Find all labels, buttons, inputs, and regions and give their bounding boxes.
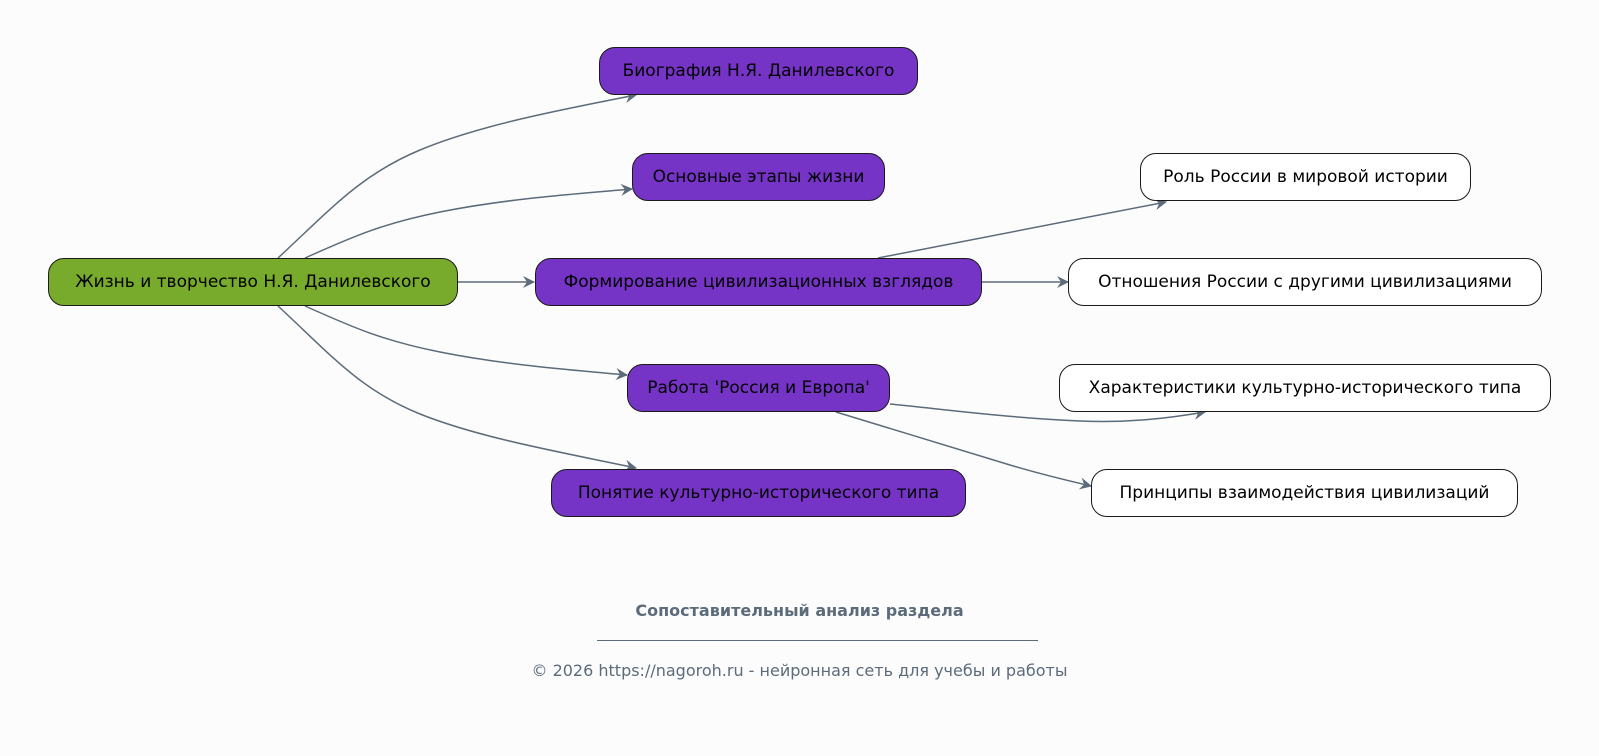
edge-root-b2: [304, 183, 633, 259]
footer-divider: [597, 640, 1038, 641]
node-russia-world-history[interactable]: Роль России в мировой истории: [1140, 153, 1471, 201]
node-label: Формирование цивилизационных взглядов: [563, 272, 954, 292]
footer-title: Сопоставительный анализ раздела: [635, 601, 964, 620]
node-label: Понятие культурно-исторического типа: [577, 483, 940, 503]
node-type-characteristics[interactable]: Характеристики культурно-исторического т…: [1059, 364, 1551, 412]
node-root[interactable]: Жизнь и творчество Н.Я. Данилевского: [48, 258, 458, 306]
node-label: Роль России в мировой истории: [1163, 167, 1448, 187]
edge-b4-l3: [889, 403, 1206, 423]
node-label: Работа 'Россия и Европа': [647, 378, 870, 398]
edge-b4-l4: [835, 411, 1092, 490]
node-russia-relations[interactable]: Отношения России с другими цивилизациями: [1068, 258, 1542, 306]
edge-b3-l1: [877, 198, 1167, 259]
node-life-stages[interactable]: Основные этапы жизни: [632, 153, 885, 201]
node-russia-and-europe[interactable]: Работа 'Россия и Европа': [627, 364, 890, 412]
edge-root-b5: [277, 305, 637, 472]
node-civilizational-views[interactable]: Формирование цивилизационных взглядов: [535, 258, 982, 306]
edge-root-b4: [304, 305, 628, 380]
node-label: Жизнь и творчество Н.Я. Данилевского: [75, 272, 431, 292]
node-label: Основные этапы жизни: [652, 167, 865, 187]
node-label: Отношения России с другими цивилизациями: [1098, 272, 1512, 292]
edge-root-b1: [277, 91, 637, 259]
footer-copyright: © 2026 https://nagoroh.ru - нейронная се…: [531, 661, 1068, 680]
node-interaction-principles[interactable]: Принципы взаимодействия цивилизаций: [1091, 469, 1518, 517]
node-label: Принципы взаимодействия цивилизаций: [1119, 483, 1490, 503]
node-cultural-historical-type[interactable]: Понятие культурно-исторического типа: [551, 469, 966, 517]
node-label: Биография Н.Я. Данилевского: [622, 61, 895, 81]
node-label: Характеристики культурно-исторического т…: [1088, 378, 1522, 398]
node-biography[interactable]: Биография Н.Я. Данилевского: [599, 47, 918, 95]
